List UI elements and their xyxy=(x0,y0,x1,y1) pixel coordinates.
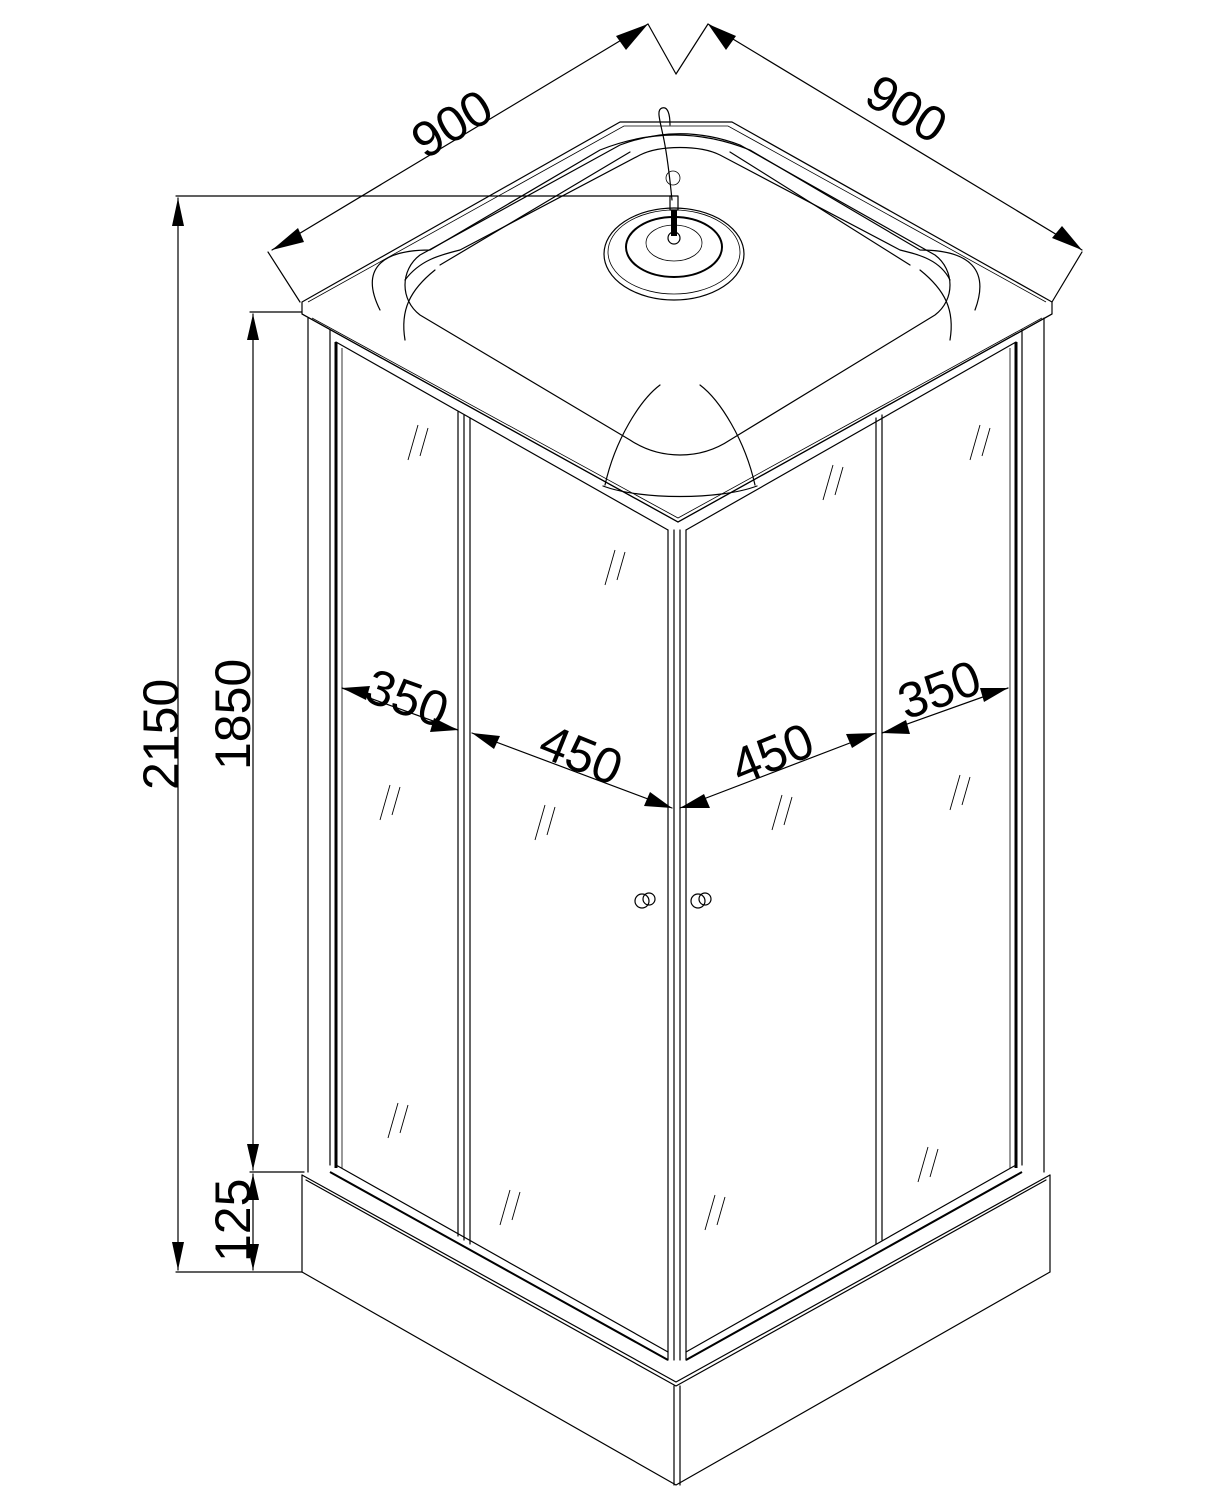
glass-reflection-marks xyxy=(379,424,991,1231)
tray-height-label: 125 xyxy=(205,1179,261,1262)
arrow-icon xyxy=(247,1244,259,1270)
rain-shower-head-icon xyxy=(603,207,745,301)
panel-fixed-right-label: 350 xyxy=(891,649,989,730)
shower-hose xyxy=(658,107,673,201)
arrow-icon xyxy=(247,314,259,340)
door-knob-left-icon xyxy=(634,893,650,909)
arrow-icon xyxy=(247,1144,259,1170)
panel-width-dimensions: 350 450 450 350 xyxy=(341,649,1009,809)
width-right-label: 900 xyxy=(856,63,956,154)
arrow-icon xyxy=(247,1174,259,1200)
door-left-label: 450 xyxy=(532,713,630,796)
glass-height-label: 1850 xyxy=(205,659,261,770)
arrow-icon xyxy=(272,228,304,250)
arrow-icon xyxy=(172,198,184,226)
height-dimensions: 2150 1850 125 xyxy=(133,195,673,1273)
arrow-icon xyxy=(1052,226,1082,250)
total-height-label: 2150 xyxy=(133,679,189,790)
shower-tray-base xyxy=(301,1174,1051,1486)
door-right-label: 450 xyxy=(723,712,821,795)
door-knob-right-icon xyxy=(690,893,706,909)
shower-head-assembly xyxy=(603,107,745,301)
top-width-dimensions: 900 900 xyxy=(267,23,1083,303)
door-handles xyxy=(634,892,712,909)
arrow-icon xyxy=(172,1242,184,1270)
arrow-icon xyxy=(616,24,648,50)
roof xyxy=(301,121,1053,523)
cabin-frame xyxy=(307,317,1045,1361)
arrow-icon xyxy=(708,24,736,50)
width-left-label: 900 xyxy=(402,78,502,169)
hose-mount-icon xyxy=(665,170,681,186)
